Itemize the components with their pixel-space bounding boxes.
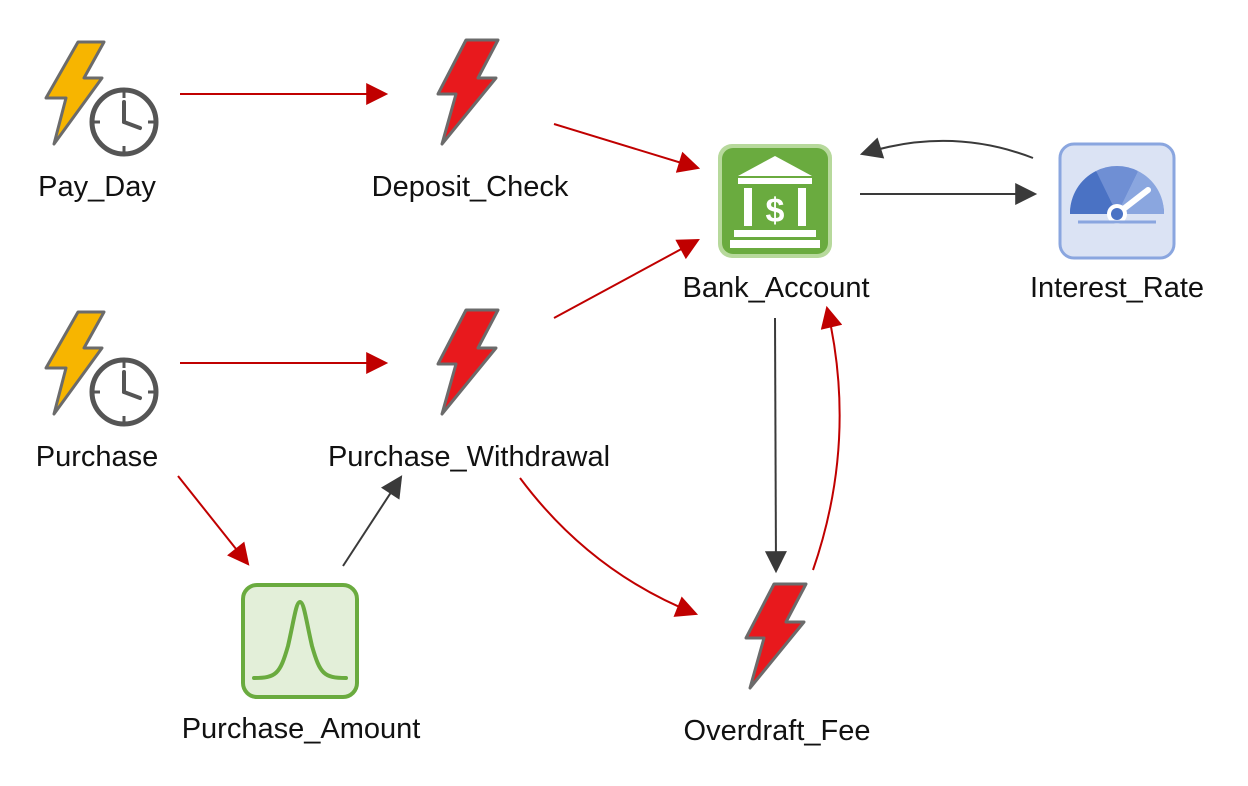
edge-purchasewithdrawal-to-overdraftfee: [519, 477, 699, 617]
node-label: Deposit_Check: [371, 171, 569, 203]
edge-purchaseamount-to-purchasewithdrawal: [342, 475, 403, 567]
node-label: Purchase_Amount: [181, 713, 421, 745]
node-label: Interest_Rate: [1029, 272, 1205, 304]
edge-interestrate-to-bankaccount: [859, 137, 1034, 159]
edge-purchasewithdrawal-to-bankaccount: [553, 238, 700, 319]
node-label: Pay_Day: [38, 171, 156, 203]
edge-overdraftfee-to-bankaccount: [812, 305, 843, 571]
edge-purchase-to-purchaseamount: [177, 475, 250, 566]
edge-bankaccount-to-overdraftfee: [764, 317, 787, 574]
event-icon: [744, 582, 808, 690]
node-label: Purchase_Withdrawal: [327, 441, 611, 473]
event-icon: [436, 308, 500, 416]
event-icon: [436, 38, 500, 146]
bank-icon: $: [718, 144, 832, 258]
gauge-icon: [1058, 142, 1176, 260]
node-label: Bank_Account: [682, 272, 870, 304]
timed-event-icon: [44, 40, 159, 157]
timed-event-icon: [44, 310, 159, 427]
svg-text:$: $: [766, 192, 785, 230]
edge-depositcheck-to-bankaccount: [553, 123, 701, 173]
node-label: Overdraft_Fee: [683, 715, 871, 747]
bell-curve-icon: [241, 583, 359, 699]
node-label: Purchase: [35, 441, 159, 473]
